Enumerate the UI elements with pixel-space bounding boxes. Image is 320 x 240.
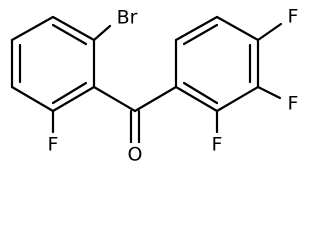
bond-left-ring-carbonyl (92, 85, 137, 113)
fluorine-left-label-mask (43, 133, 63, 157)
oxygen-label: O (128, 144, 143, 166)
bond-r6-r1 (174, 85, 219, 113)
bromine-label: Br (117, 7, 138, 29)
bond-r6-r1-double (182, 81, 219, 105)
bond-c1-c2-double (51, 23, 88, 46)
bond-carbon-fluorine-4 (256, 22, 283, 42)
bond-c4-c5 (10, 85, 55, 113)
substituent-bonds (51, 22, 283, 134)
bond-carbon-bromine (92, 24, 112, 42)
carbonyl-group (92, 85, 178, 146)
bond-r5-r6 (215, 85, 260, 113)
bond-r3-r4 (215, 15, 260, 42)
bond-carbonyl-right-ring (133, 85, 178, 113)
bond-r2-r3 (174, 15, 219, 42)
fluorine-2-label-mask (207, 133, 227, 157)
right-ring (174, 15, 260, 113)
structure-canvas: Br F O F F F (10, 6, 299, 167)
bond-r2-r3-double (182, 23, 219, 46)
bond-c1-c2 (51, 15, 96, 42)
bond-c5-c6 (51, 85, 96, 113)
fluorine-3-label: F (288, 93, 299, 115)
bond-c5-c6-double (51, 81, 88, 105)
left-ring (10, 15, 96, 113)
bond-carbon-fluorine-3 (256, 85, 282, 100)
bond-c2-c3 (10, 15, 55, 42)
fluorine-4-label: F (288, 6, 299, 28)
fluorine-left-label: F (48, 134, 59, 156)
oxygen-label-mask (124, 143, 146, 167)
fluorine-2-label: F (212, 134, 223, 156)
